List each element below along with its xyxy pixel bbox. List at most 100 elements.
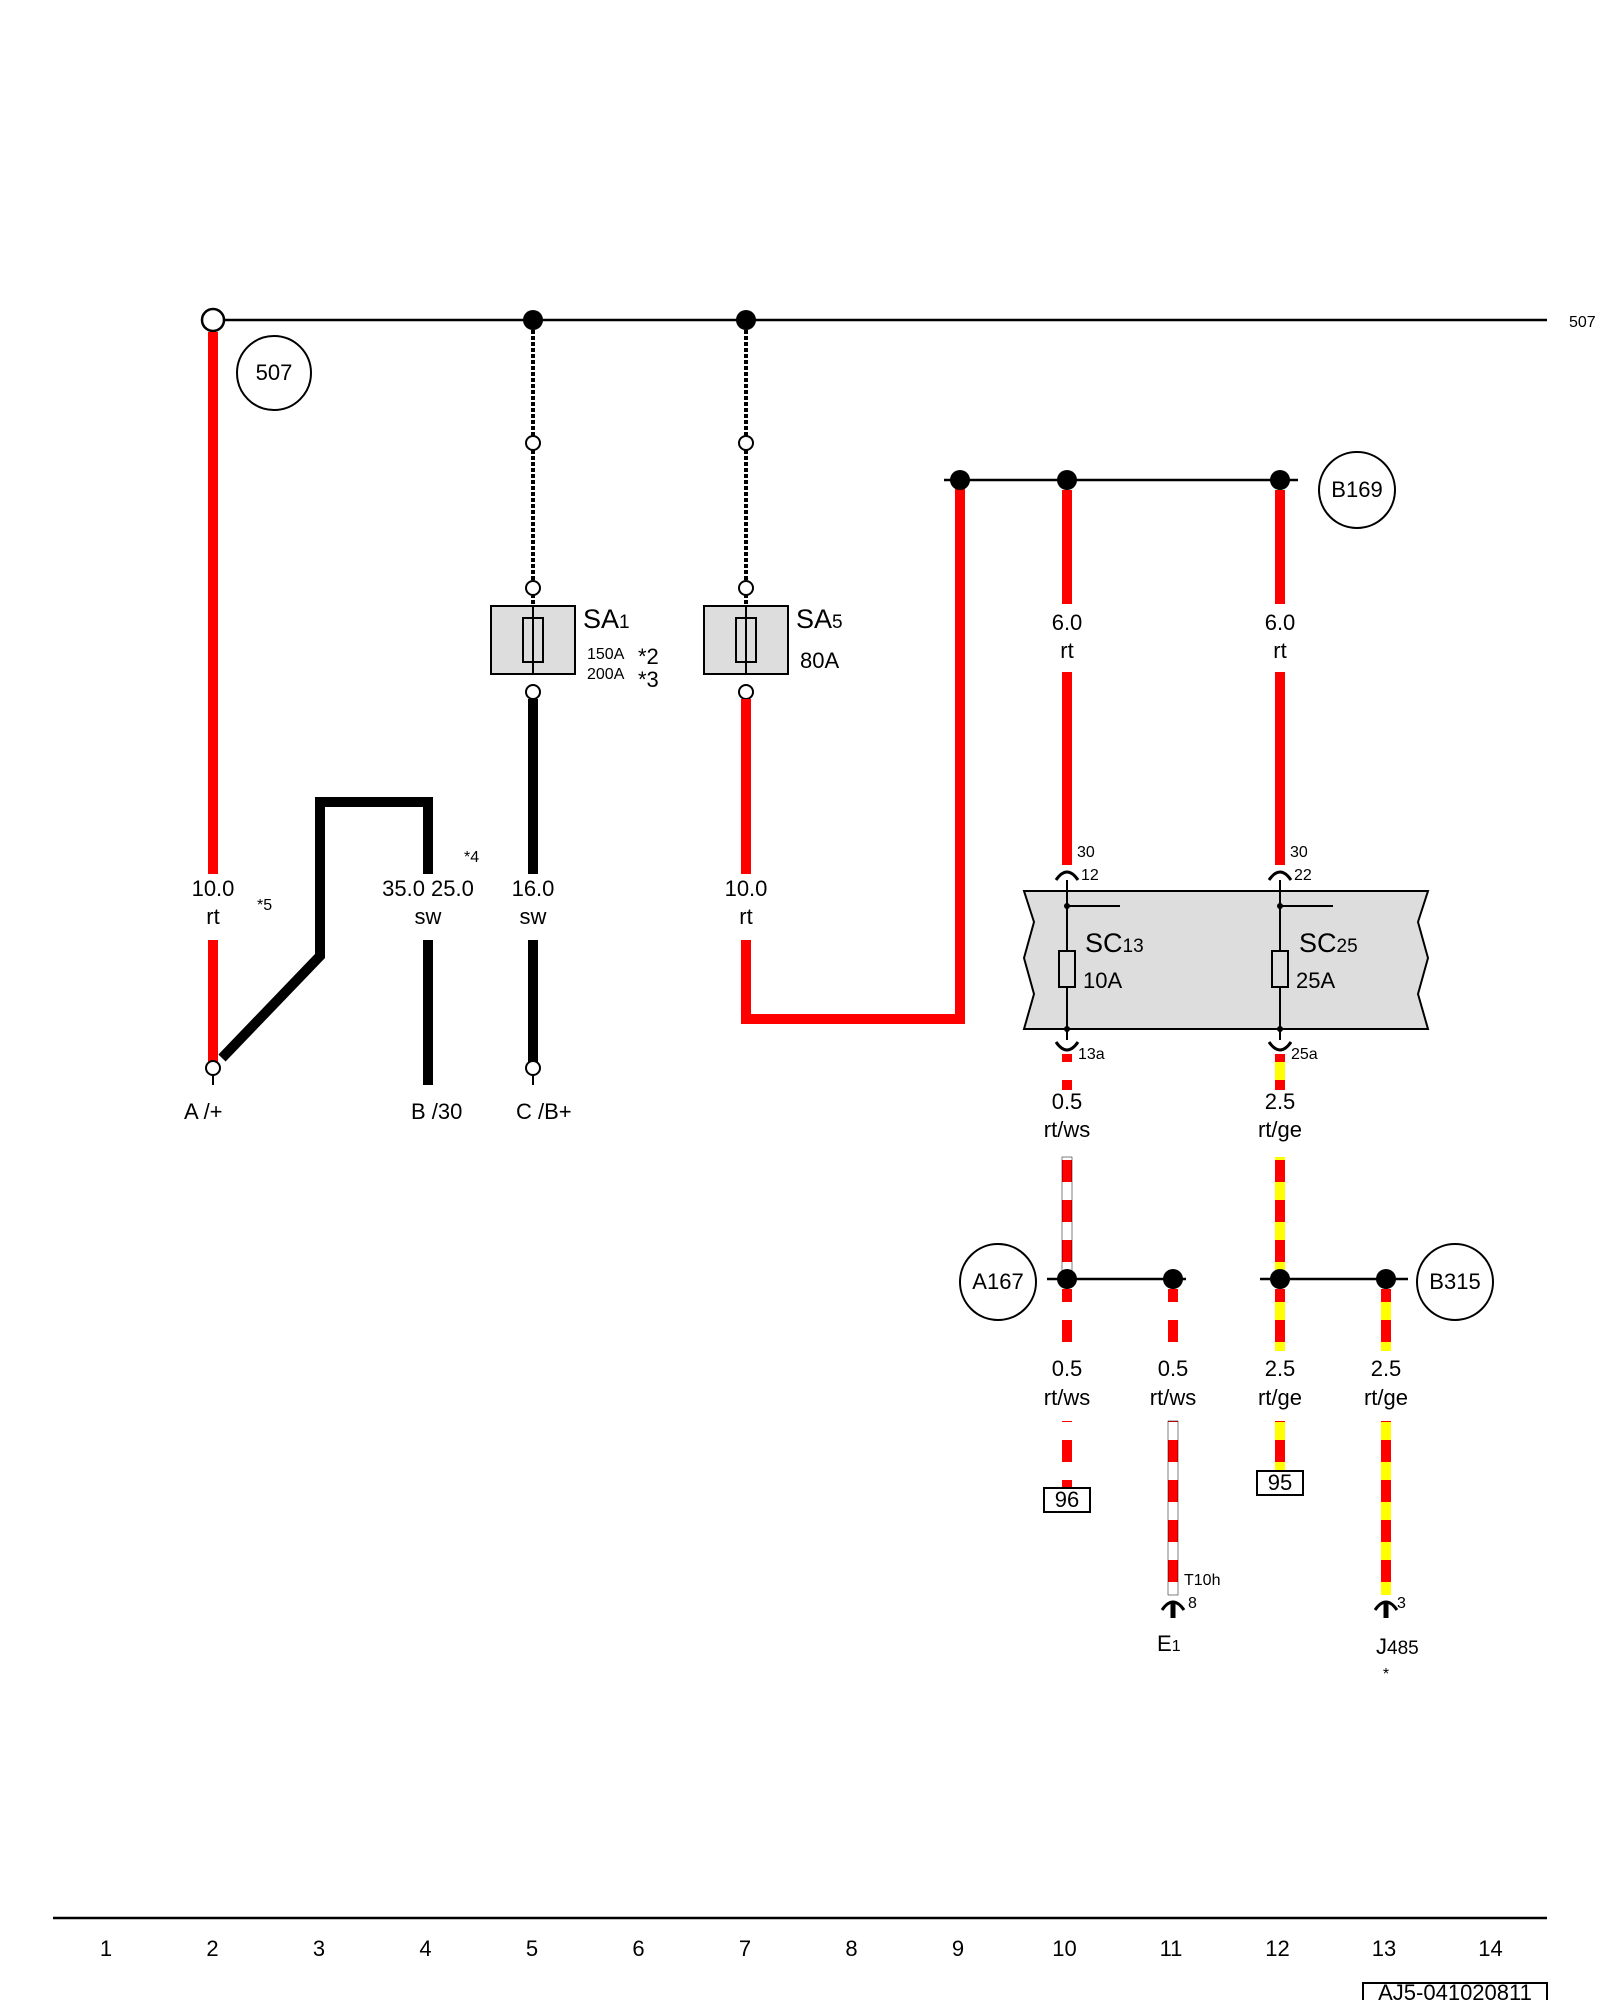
ground-badge-label: 507 [256, 360, 293, 385]
wire-sc13-in-size: 6.0 [1052, 610, 1083, 635]
connector-sa5-c [738, 684, 754, 700]
wire-11-low-upper [1168, 1289, 1178, 1351]
wire-10-low-size: 0.5 [1052, 1356, 1083, 1381]
wire-sa5-size: 10.0 [725, 876, 768, 901]
axis-number: 3 [313, 1936, 325, 1961]
b169-node-9 [950, 470, 970, 490]
connector-sc25-out [1267, 1041, 1293, 1052]
fuse-sa1-rating-2: 200A [587, 666, 625, 683]
wire-sc13-out-size: 0.5 [1052, 1089, 1083, 1114]
axis-number: 2 [206, 1936, 218, 1961]
a167-node-11 [1163, 1269, 1183, 1289]
axis-number: 12 [1265, 1936, 1289, 1961]
pin-t10h-8: 8 [1188, 1595, 1197, 1612]
wire-sc25-out-lower [1275, 1157, 1285, 1279]
fuse-sa1-note-2: *3 [638, 667, 659, 692]
wire-11-low-color: rt/ws [1150, 1385, 1196, 1410]
sc13-tap-node [1064, 903, 1070, 909]
wire-b-size: 35.0 25.0 [382, 876, 474, 901]
terminal-a-pin [205, 1060, 221, 1076]
axis-number: 4 [419, 1936, 431, 1961]
axis-number: 7 [739, 1936, 751, 1961]
axis-number: 1 [100, 1936, 112, 1961]
axis-number: 6 [632, 1936, 644, 1961]
wire-13-low-color: rt/ge [1364, 1385, 1408, 1410]
b169-badge-label: B169 [1331, 477, 1382, 502]
pin-j485-3: 3 [1397, 1595, 1406, 1612]
ground-badge [236, 335, 312, 411]
fuse-sc13-label: SC13 [1085, 928, 1144, 958]
wire-11-low-size: 0.5 [1158, 1356, 1189, 1381]
axis-number: 11 [1160, 1936, 1183, 1961]
a167-node-10 [1057, 1269, 1077, 1289]
wire-sc13-out-lower [1061, 1156, 1073, 1280]
connector-sc13-out [1054, 1041, 1080, 1052]
fuse-sc25-label: SC25 [1299, 928, 1358, 958]
wire-sc25-out-size: 2.5 [1265, 1089, 1296, 1114]
wire-sc13-out-upper [1062, 1054, 1072, 1090]
wire-12-low-lower [1275, 1421, 1285, 1471]
top-bus-label: 507 [1569, 314, 1596, 331]
ref-box-96 [1043, 1487, 1091, 1513]
fuse-sc13-rating: 10A [1083, 968, 1122, 993]
wire-c-size: 16.0 [512, 876, 555, 901]
wire-a-color: rt [206, 904, 219, 929]
pin-sc13-in-bot: 12 [1081, 867, 1099, 884]
axis-number: 13 [1372, 1936, 1396, 1961]
wire-sc13-out-color: rt/ws [1044, 1117, 1090, 1142]
a167-badge [959, 1243, 1037, 1321]
fuse-sa5-rating: 80A [800, 648, 839, 673]
wire-sa5-red-lower [741, 480, 965, 1024]
fuse-sc25-rating: 25A [1296, 968, 1335, 993]
b169-node-12 [1270, 470, 1290, 490]
wire-sc25-in-color: rt [1273, 638, 1286, 663]
pin-sc25-in-top: 30 [1290, 844, 1308, 861]
connector-sa5-b [738, 580, 754, 596]
connector-sc13-in [1054, 870, 1080, 881]
bus-node-7 [736, 310, 756, 330]
wire-13-low-upper [1381, 1289, 1391, 1351]
wire-10-low-upper [1062, 1289, 1072, 1351]
wire-sa5-color: rt [739, 904, 752, 929]
bus-node-5 [523, 310, 543, 330]
fuse-sa1-note-1: *2 [638, 644, 659, 669]
wire-12-low-size: 2.5 [1265, 1356, 1296, 1381]
wire-b-path [218, 797, 433, 1062]
b169-badge [1318, 451, 1396, 529]
axis-number: 8 [845, 1936, 857, 1961]
axis-number: 14 [1478, 1936, 1502, 1961]
wire-12-low-color: rt/ge [1258, 1385, 1302, 1410]
terminal-b-label: B /30 [411, 1099, 462, 1124]
pin-sc25-out: 25a [1291, 1046, 1318, 1063]
wire-13-low-size: 2.5 [1371, 1356, 1402, 1381]
ref-box-95-label: 95 [1268, 1470, 1292, 1495]
doc-id-box [1362, 1982, 1548, 2000]
sc13-bottom-node [1064, 1026, 1070, 1032]
wire-b-color: sw [415, 904, 442, 929]
connector-sa1-a [525, 435, 541, 451]
component-j485: J485 [1376, 1634, 1419, 1659]
fuse-sa5-label: SA5 [796, 604, 843, 634]
wire-10-low-lower [1062, 1421, 1072, 1488]
sc25-bottom-node [1277, 1026, 1283, 1032]
b315-badge [1416, 1243, 1494, 1321]
wire-11-low-lower [1167, 1420, 1179, 1596]
component-e1: E1 [1157, 1631, 1181, 1656]
axis-number: 10 [1052, 1936, 1076, 1961]
sc-fuse-panel [1022, 890, 1430, 1030]
pin-sc13-out: 13a [1078, 1046, 1105, 1063]
pin-t10h: T10h [1184, 1572, 1220, 1589]
wire-a-size: 10.0 [192, 876, 235, 901]
note-4: *4 [464, 849, 479, 866]
terminal-c-pin [525, 1060, 541, 1076]
b315-node-13 [1376, 1269, 1396, 1289]
ref-box-96-label: 96 [1055, 1487, 1079, 1512]
open-terminal-a [200, 307, 226, 333]
b315-node-12 [1270, 1269, 1290, 1289]
ref-box-95 [1256, 1470, 1304, 1496]
sc25-tap-node [1277, 903, 1283, 909]
note-5: *5 [257, 897, 272, 914]
connector-sa1-c [525, 684, 541, 700]
